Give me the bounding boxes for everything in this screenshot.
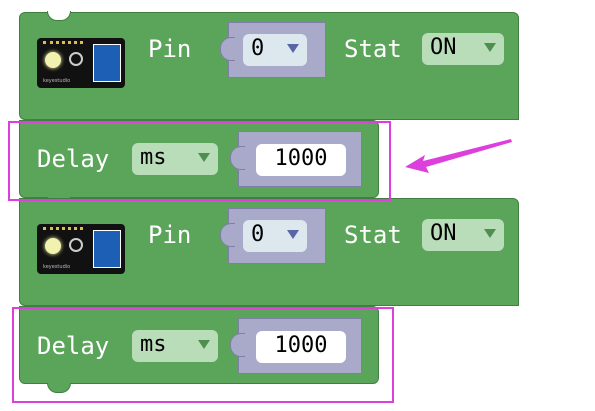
dropdown-arrow-icon [484,229,496,238]
pin-label-2: Pin [148,221,192,249]
pin-value-2: 0 [251,222,265,247]
pin-dropdown-1[interactable]: 0 [243,34,307,66]
stat-label-2: Stat [344,221,402,249]
led-module-icon: keyestudio [37,38,125,88]
dropdown-arrow-icon [484,43,496,52]
delay-value-field-2[interactable]: 1000 [256,331,346,363]
unit-value-1: ms [140,145,167,170]
pin-label-1: Pin [148,35,192,63]
led-module-icon: keyestudio [37,224,125,274]
dropdown-arrow-icon [198,340,210,349]
delay-value-field-1[interactable]: 1000 [256,144,346,176]
pin-dropdown-2[interactable]: 0 [243,220,307,252]
pin-value-1: 0 [251,36,265,61]
delay-label-1: Delay [37,145,110,173]
delay-label-2: Delay [37,332,110,360]
module-brand-text: keyestudio [43,78,71,84]
dropdown-arrow-icon [287,44,299,53]
dropdown-arrow-icon [287,230,299,239]
stat-label-1: Stat [344,35,402,63]
stat-value-2: ON [430,221,457,246]
unit-value-2: ms [140,332,167,357]
block-bottom-tab [47,383,71,393]
unit-dropdown-1[interactable]: ms [132,143,218,175]
annotation-arrow-icon [405,139,512,173]
stat-dropdown-1[interactable]: ON [422,33,504,65]
unit-dropdown-2[interactable]: ms [132,330,218,362]
dropdown-arrow-icon [198,153,210,162]
stat-value-1: ON [430,35,457,60]
stat-dropdown-2[interactable]: ON [422,219,504,251]
module-brand-text: keyestudio [43,264,71,270]
